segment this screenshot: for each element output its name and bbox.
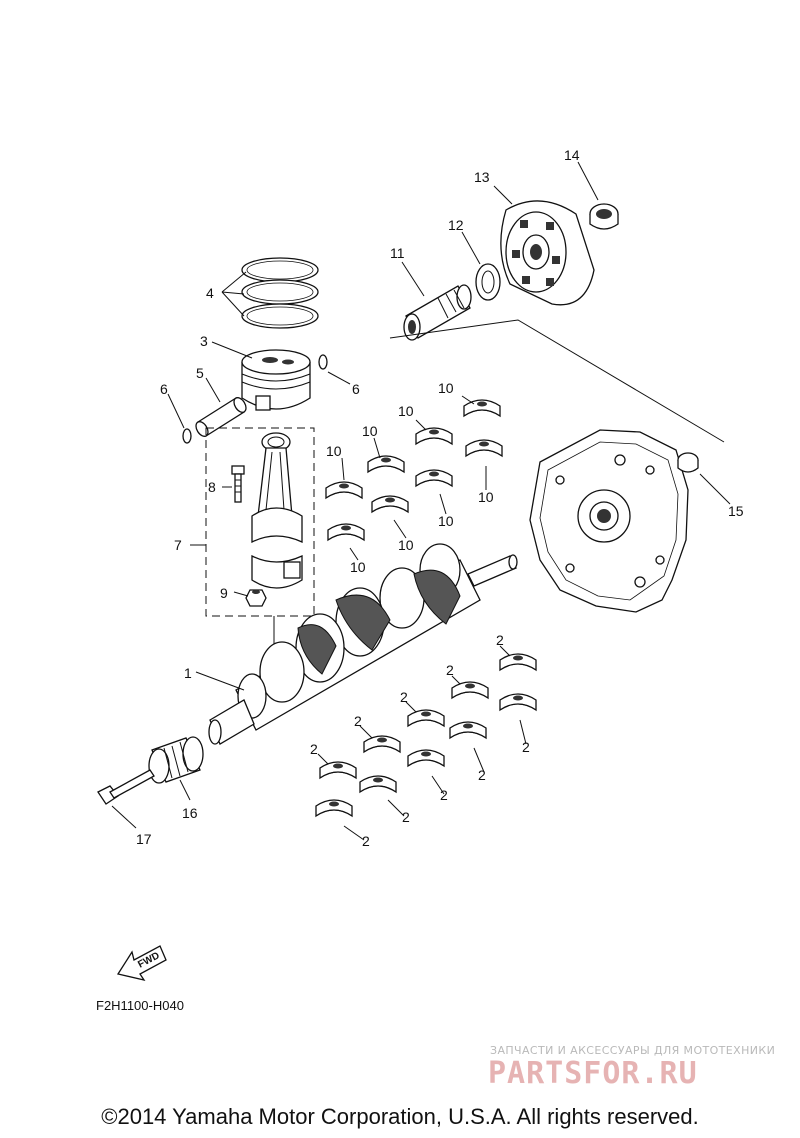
callout-5: 5 — [196, 365, 204, 381]
connecting-rod — [251, 432, 303, 589]
piston-pin — [195, 397, 247, 437]
callout-11: 11 — [390, 245, 405, 261]
callout-2: 2 — [496, 632, 504, 648]
piston-rings — [241, 257, 319, 329]
crank-bolt — [97, 769, 155, 805]
damper — [589, 203, 619, 230]
coupler — [500, 200, 595, 306]
callout-10: 10 — [398, 403, 414, 419]
coupling-sleeve — [403, 284, 472, 341]
conrod-nut — [245, 589, 267, 607]
callout-2: 2 — [478, 767, 486, 783]
callout-17: 17 — [136, 831, 152, 847]
callout-9: 9 — [220, 585, 228, 601]
piston-pin-clips — [182, 354, 328, 444]
callout-10: 10 — [350, 559, 366, 575]
callout-10: 10 — [478, 489, 494, 505]
callout-2: 2 — [400, 689, 408, 705]
piston — [241, 349, 311, 411]
conrod-bolt — [231, 465, 245, 503]
callout-10: 10 — [326, 443, 342, 459]
callout-16: 16 — [182, 805, 198, 821]
callout-4: 4 — [206, 285, 214, 301]
callout-1: 1 — [184, 665, 192, 681]
callout-10: 10 — [398, 537, 414, 553]
callout-15: 15 — [728, 503, 744, 519]
oil-seal — [677, 452, 699, 473]
callout-2: 2 — [354, 713, 362, 729]
callout-2: 2 — [446, 662, 454, 678]
callout-8: 8 — [208, 479, 216, 495]
callout-2: 2 — [522, 739, 530, 755]
callout-6: 6 — [160, 381, 168, 397]
callout-6: 6 — [352, 381, 360, 397]
callout-2: 2 — [310, 741, 318, 757]
callout-2: 2 — [362, 833, 370, 849]
callout-7: 7 — [174, 537, 182, 553]
watermark-subtitle: ЗАПЧАСТИ И АКСЕССУАРЫ ДЛЯ МОТОТЕХНИКИ — [490, 1044, 776, 1057]
callout-10: 10 — [362, 423, 378, 439]
needle-bearing — [148, 736, 204, 784]
connecting-rod-group-box — [205, 427, 315, 617]
callout-10: 10 — [438, 380, 454, 396]
callout-14: 14 — [564, 147, 580, 163]
watermark-logo: PARTSFOR.RU — [488, 1056, 698, 1091]
fwd-arrow-icon: FWD — [116, 945, 167, 982]
callout-2: 2 — [440, 787, 448, 803]
washer — [475, 263, 501, 301]
callout-2: 2 — [402, 809, 410, 825]
main-bearings — [315, 653, 537, 817]
callout-10: 10 — [438, 513, 454, 529]
callout-12: 12 — [448, 217, 464, 233]
callout-13: 13 — [474, 169, 490, 185]
crankshaft — [208, 543, 518, 745]
copyright-text: ©2014 Yamaha Motor Corporation, U.S.A. A… — [101, 1104, 699, 1129]
diagram-code: F2H1100-H040 — [96, 998, 184, 1013]
callout-3: 3 — [200, 333, 208, 349]
conrod-bearings — [325, 399, 503, 541]
crankcase-cover — [529, 429, 689, 613]
